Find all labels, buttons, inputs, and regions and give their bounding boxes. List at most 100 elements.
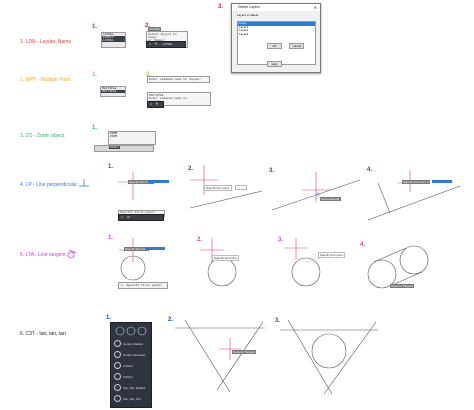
- tangent-circle: [284, 238, 333, 287]
- close-icon[interactable]: ✕: [121, 216, 123, 219]
- circle-icon: [114, 351, 121, 358]
- command-name-tag: LAYDEL: [148, 27, 162, 31]
- step-label: 1.: [92, 24, 98, 30]
- layer-list-item[interactable]: Layer2: [239, 28, 249, 33]
- coordinate-input[interactable]: [148, 180, 159, 183]
- step-label: 3.: [218, 4, 224, 10]
- command-hint: Specify first point:: [120, 211, 157, 214]
- tool-label: Tan, Tan, Radius: [123, 385, 146, 390]
- coordinate-input[interactable]: [432, 180, 442, 183]
- search-icon: 🔍: [154, 43, 159, 46]
- command-input-bar[interactable]: ✕ Specify first point:: [118, 282, 168, 289]
- prompt-text: Enter command name to repeat:: [149, 78, 202, 81]
- perpendicular-snap-tooltip: Perpendicular: [320, 197, 341, 201]
- tool-label: Center, Radius: [123, 341, 143, 346]
- cancel-button[interactable]: Cancel: [289, 43, 305, 49]
- row-title-circle-tan-tan-tan: 6. C3T - tan, tan, tan: [20, 331, 66, 337]
- specify-point-tooltip: Specify first point: [124, 247, 149, 251]
- row-title-zoom-object: 3. ZO - Zoom object: [20, 133, 65, 139]
- perpendicular-icon: [79, 179, 89, 187]
- tool-label: 3-Point: [123, 374, 133, 379]
- row-title-layer-name: 1. LDN - Layder. Name: [20, 39, 72, 45]
- specify-point-tooltip: Specify first point: [212, 255, 239, 261]
- step-label: 2.: [188, 166, 194, 172]
- search-icon: 🔍: [155, 103, 160, 106]
- circle-icon: [114, 340, 121, 347]
- circle-tan-tan-radius[interactable]: Tan, Tan, Radius: [114, 383, 148, 392]
- help-button[interactable]: Help: [267, 61, 282, 67]
- suggestion-item[interactable]: MULTIPLE: [102, 87, 117, 90]
- specify-point-tooltip: Specify first point:: [128, 180, 154, 184]
- circle-tool-palette: Center, Radius Center, Diameter 2-Point …: [110, 322, 152, 408]
- ok-button[interactable]: OK: [267, 43, 282, 49]
- command-input-bar[interactable]: ✕ LP: [118, 214, 164, 221]
- command-suggestion-list[interactable]: MULTIPLE MULTIPLE: [100, 86, 126, 97]
- tool-label: 2-Point: [123, 363, 133, 368]
- circle-3-point[interactable]: 3-Point: [114, 372, 148, 381]
- layer-list-item[interactable]: Layer1: [239, 24, 249, 29]
- suggestion-item[interactable]: ZOOM: [110, 135, 118, 138]
- zoom-suggestion-list[interactable]: ZOOM ZOOM: [108, 131, 156, 145]
- prompt-value[interactable]: point: [151, 82, 164, 83]
- suggestion-item[interactable]: ZOOM: [110, 132, 118, 135]
- row-title-multiple-point: 2. MPT - Multiple Point: [20, 77, 71, 83]
- suggestion-item[interactable]: LAYDEL: [102, 39, 125, 42]
- circle-icon: [114, 373, 121, 380]
- dialog-titlebar: Delete Layers ✕: [232, 4, 320, 11]
- delete-layers-dialog: Delete Layers ✕ Layers to delete Layer L…: [231, 3, 321, 73]
- layer-list-item[interactable]: Layer3: [239, 31, 249, 36]
- command-history-line: MULTIPLE: [149, 94, 164, 97]
- close-icon[interactable]: ✕: [313, 5, 317, 10]
- command-suggestion-list[interactable]: LAYDEL LAYDLV LAYDEL: [101, 32, 126, 48]
- tangent-snap-tooltip: Defered Tangent: [390, 284, 415, 288]
- inscribed-circle: [280, 319, 378, 395]
- tangent-circles: [367, 245, 429, 289]
- drawing-line: [367, 170, 461, 221]
- step-label: 2.: [197, 237, 203, 243]
- command-history-line: Select object on layer: [148, 33, 177, 39]
- command-input[interactable]: LP: [126, 216, 131, 219]
- step-label: 1.: [92, 72, 98, 78]
- circle-icon: [114, 362, 121, 369]
- coordinate-input[interactable]: [442, 180, 452, 183]
- command-input[interactable]: Specify first point:: [126, 284, 163, 287]
- command-history-line: Enter command name to: [149, 97, 187, 100]
- close-icon[interactable]: ✕: [149, 43, 151, 46]
- step-label: 4.: [360, 242, 366, 248]
- coordinate-input[interactable]: [159, 180, 169, 183]
- suggestion-item[interactable]: LAYDLV: [102, 36, 125, 39]
- tangent-snap-tooltip: Defered Tangent: [232, 350, 257, 354]
- close-icon[interactable]: ✕: [121, 284, 123, 287]
- row-title-line-tangent: 5. LTA - Line tangent: [20, 252, 66, 258]
- tool-label: Center, Diameter: [123, 352, 146, 357]
- step-label: 4.: [367, 167, 373, 173]
- palette-header-icons: [115, 326, 147, 336]
- circle-icon: [114, 384, 121, 391]
- suggestion-item[interactable]: LAYDEL: [103, 33, 114, 36]
- circle-icon: [114, 395, 121, 402]
- circle-tan-tan-tan[interactable]: Tan, Tan, Tan: [114, 394, 148, 403]
- suggestion-item[interactable]: MULTIPLE: [101, 90, 125, 93]
- layer-list-item[interactable]: Layer: [238, 21, 315, 26]
- close-icon[interactable]: ✕: [150, 103, 152, 106]
- repeat-command-prompt[interactable]: Enter command name to repeat: point: [147, 76, 210, 83]
- specify-point-tooltip: Specify first point or: [402, 180, 431, 184]
- circle-center-radius[interactable]: Center, Radius: [114, 339, 148, 348]
- coordinate-input[interactable]: [235, 185, 247, 190]
- drawing-line: [271, 172, 361, 211]
- coordinate-input[interactable]: [155, 247, 165, 250]
- coordinate-input[interactable]: [145, 247, 155, 250]
- specify-point-tooltip: Specify first point: [318, 252, 345, 258]
- command-input-bar[interactable]: ✕ 🔍: [147, 101, 164, 108]
- cursor-crosshair: [118, 172, 148, 200]
- row-title-line-perpendicular: 4. LP - Line perpendicular: [20, 182, 78, 188]
- specify-point-tooltip: Specify first point:: [204, 185, 232, 191]
- step-label: 3.: [275, 318, 281, 324]
- step-label: 1.: [106, 315, 112, 321]
- circle-center-diameter[interactable]: Center, Diameter: [114, 350, 148, 359]
- step-label: 1.: [108, 164, 114, 170]
- command-input-bar[interactable]: ✕ 🔍 LAYDEL: [146, 41, 186, 48]
- circle-2-point[interactable]: 2-Point: [114, 361, 148, 370]
- status-bar: RIGHT: [94, 145, 154, 152]
- command-input[interactable]: LAYDEL: [162, 43, 173, 46]
